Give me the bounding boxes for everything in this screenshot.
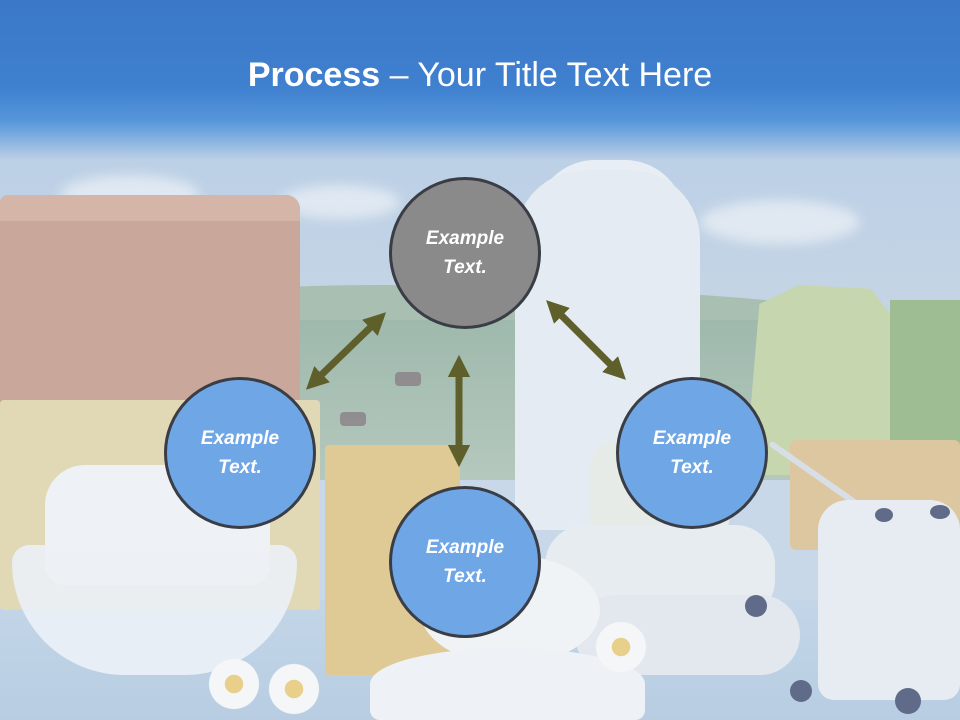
node-label: Example Text.: [652, 428, 732, 478]
blueberry: [875, 508, 893, 522]
glass-bowl: [12, 545, 297, 675]
node-label: Example Text.: [425, 228, 505, 278]
process-node-right[interactable]: Example Text.: [616, 377, 768, 529]
double-arrow-top-right: [546, 300, 626, 380]
slide-title[interactable]: Process – Your Title Text Here: [0, 52, 960, 98]
title-strong: Process: [247, 56, 381, 94]
blueberry: [745, 595, 767, 617]
node-label: Example Text.: [200, 428, 280, 478]
title-banner: [0, 0, 960, 160]
title-rest: – Your Title Text Here: [380, 56, 713, 94]
blueberry: [790, 680, 812, 702]
double-arrow-top-left: [305, 312, 387, 390]
blueberry: [895, 688, 921, 714]
process-node-left[interactable]: Example Text.: [164, 377, 316, 529]
node-label: Example Text.: [425, 537, 505, 587]
process-node-top[interactable]: Example Text.: [389, 177, 541, 329]
daisy-flower: [265, 660, 323, 718]
cloud: [700, 200, 860, 244]
daisy-flower: [592, 618, 650, 676]
daisy-flower: [205, 655, 263, 713]
cow: [395, 372, 421, 386]
red-cheese-top: [0, 195, 300, 221]
blueberry: [930, 505, 950, 519]
process-node-bottom[interactable]: Example Text.: [389, 486, 541, 638]
cloud: [280, 185, 400, 219]
cow: [340, 412, 366, 426]
red-cheese-wheel: [0, 195, 300, 410]
yogurt-jar: [818, 500, 960, 700]
